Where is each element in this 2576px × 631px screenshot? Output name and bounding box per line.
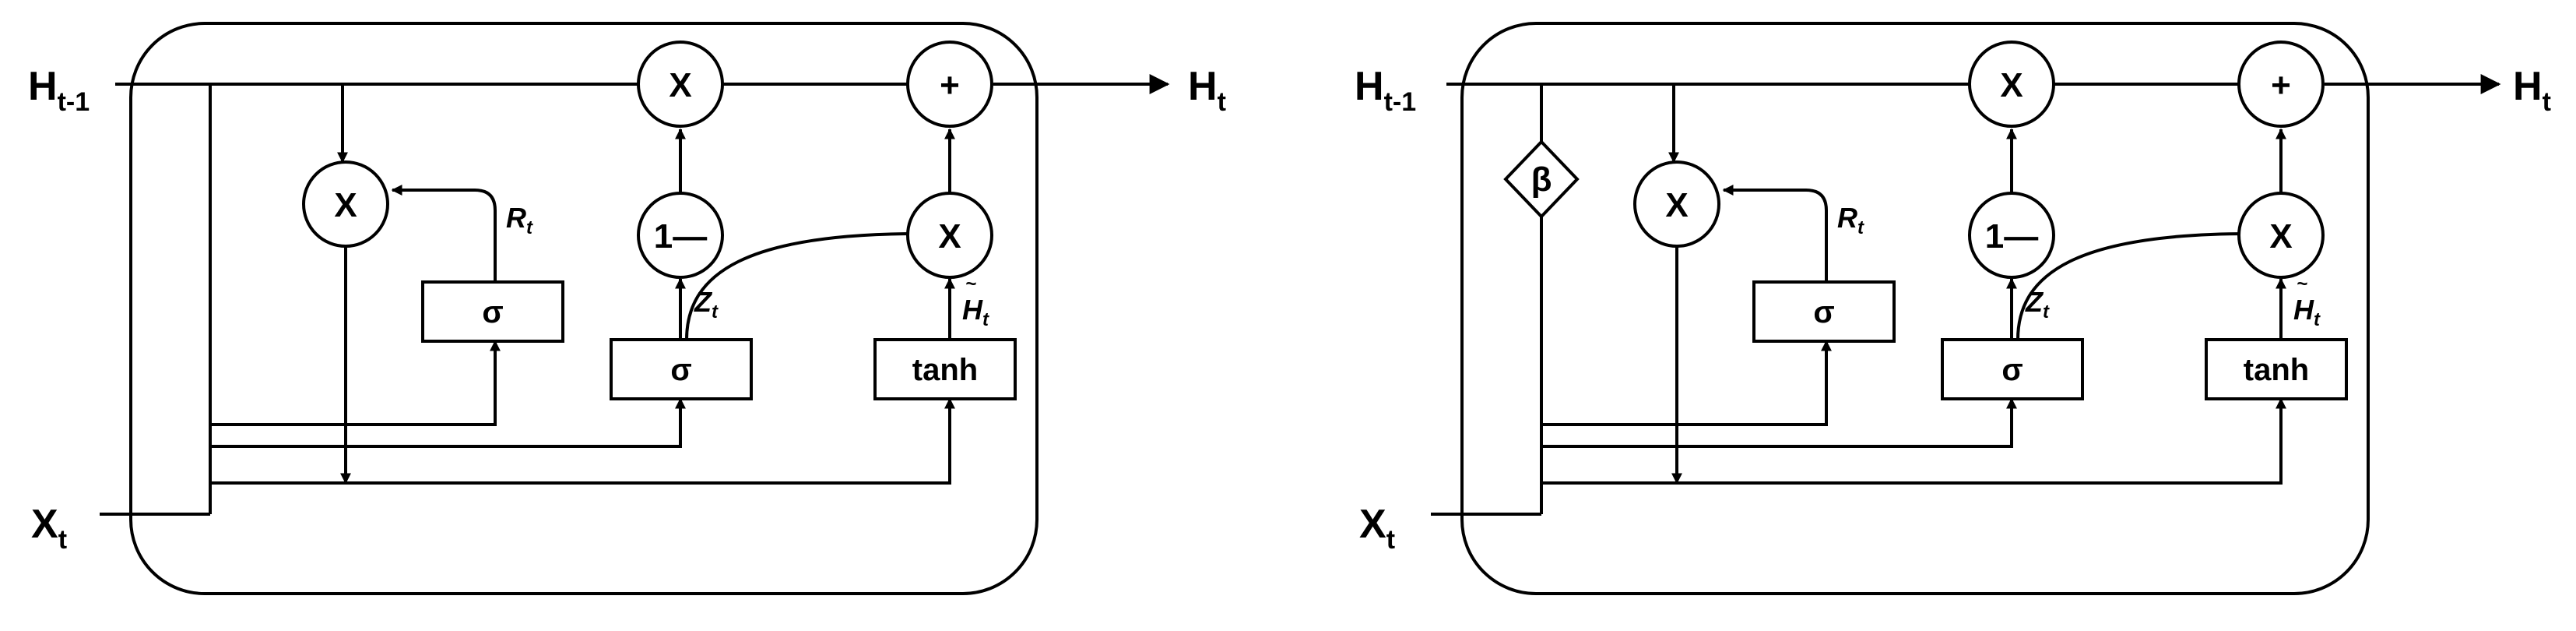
update-gate-label: Zt [2025,286,2050,323]
prev-hidden-label: Ht-1 [1355,64,1416,117]
left-gru-cell: Ht-1 Xt Ht X σ Rt σ Zt [28,22,1226,595]
tanh-box [2205,338,2348,400]
beta-symbol: β [1531,160,1552,199]
output-hidden-label: Ht [1188,64,1226,117]
reset-multiply-symbol: X [334,186,357,224]
plus-node [2237,41,2325,128]
reset-gate-label: Rt [506,202,533,238]
tanh-symbol: tanh [912,353,978,387]
hidden-multiply-symbol: X [669,66,691,104]
candidate-tilde: ~ [2297,273,2307,294]
right-gru-cell: Ht-1 Xt Ht β X σ Rt σ Zt [1355,22,2551,595]
update-gate-sigma-symbol: σ [2001,353,2022,387]
reset-gate-sigma-symbol: σ [482,295,503,330]
reset-multiply-symbol: X [1665,186,1688,224]
candidate-multiply-symbol: X [938,217,961,256]
hidden-multiply-node [1968,41,2055,128]
plus-symbol: + [940,66,960,104]
reset-gate-sigma-box [421,280,564,343]
candidate-multiply-symbol: X [2269,217,2292,256]
plus-node [906,41,993,128]
one-minus-symbol: 1— [1985,217,2038,256]
update-gate-sigma-symbol: σ [670,353,691,387]
reset-gate-sigma-symbol: σ [1813,295,1834,330]
reset-gate-label: Rt [1837,202,1864,238]
candidate-label: Ht [2293,294,2321,330]
update-gate-label: Zt [694,286,719,323]
plus-symbol: + [2271,66,2291,104]
hidden-multiply-symbol: X [2000,66,2022,104]
output-hidden-label: Ht [2513,64,2551,117]
tanh-symbol: tanh [2244,353,2309,387]
input-x-label: Xt [1359,502,1395,555]
hidden-multiply-node [637,41,724,128]
candidate-tilde: ~ [965,273,976,294]
prev-hidden-label: Ht-1 [28,64,90,117]
reset-gate-sigma-box [1752,280,1896,343]
input-x-label: Xt [31,502,67,555]
cell-boundary [1460,22,2370,595]
one-minus-symbol: 1— [654,217,707,256]
cell-boundary [129,22,1038,595]
tanh-box [873,338,1017,400]
candidate-label: Ht [962,294,989,330]
